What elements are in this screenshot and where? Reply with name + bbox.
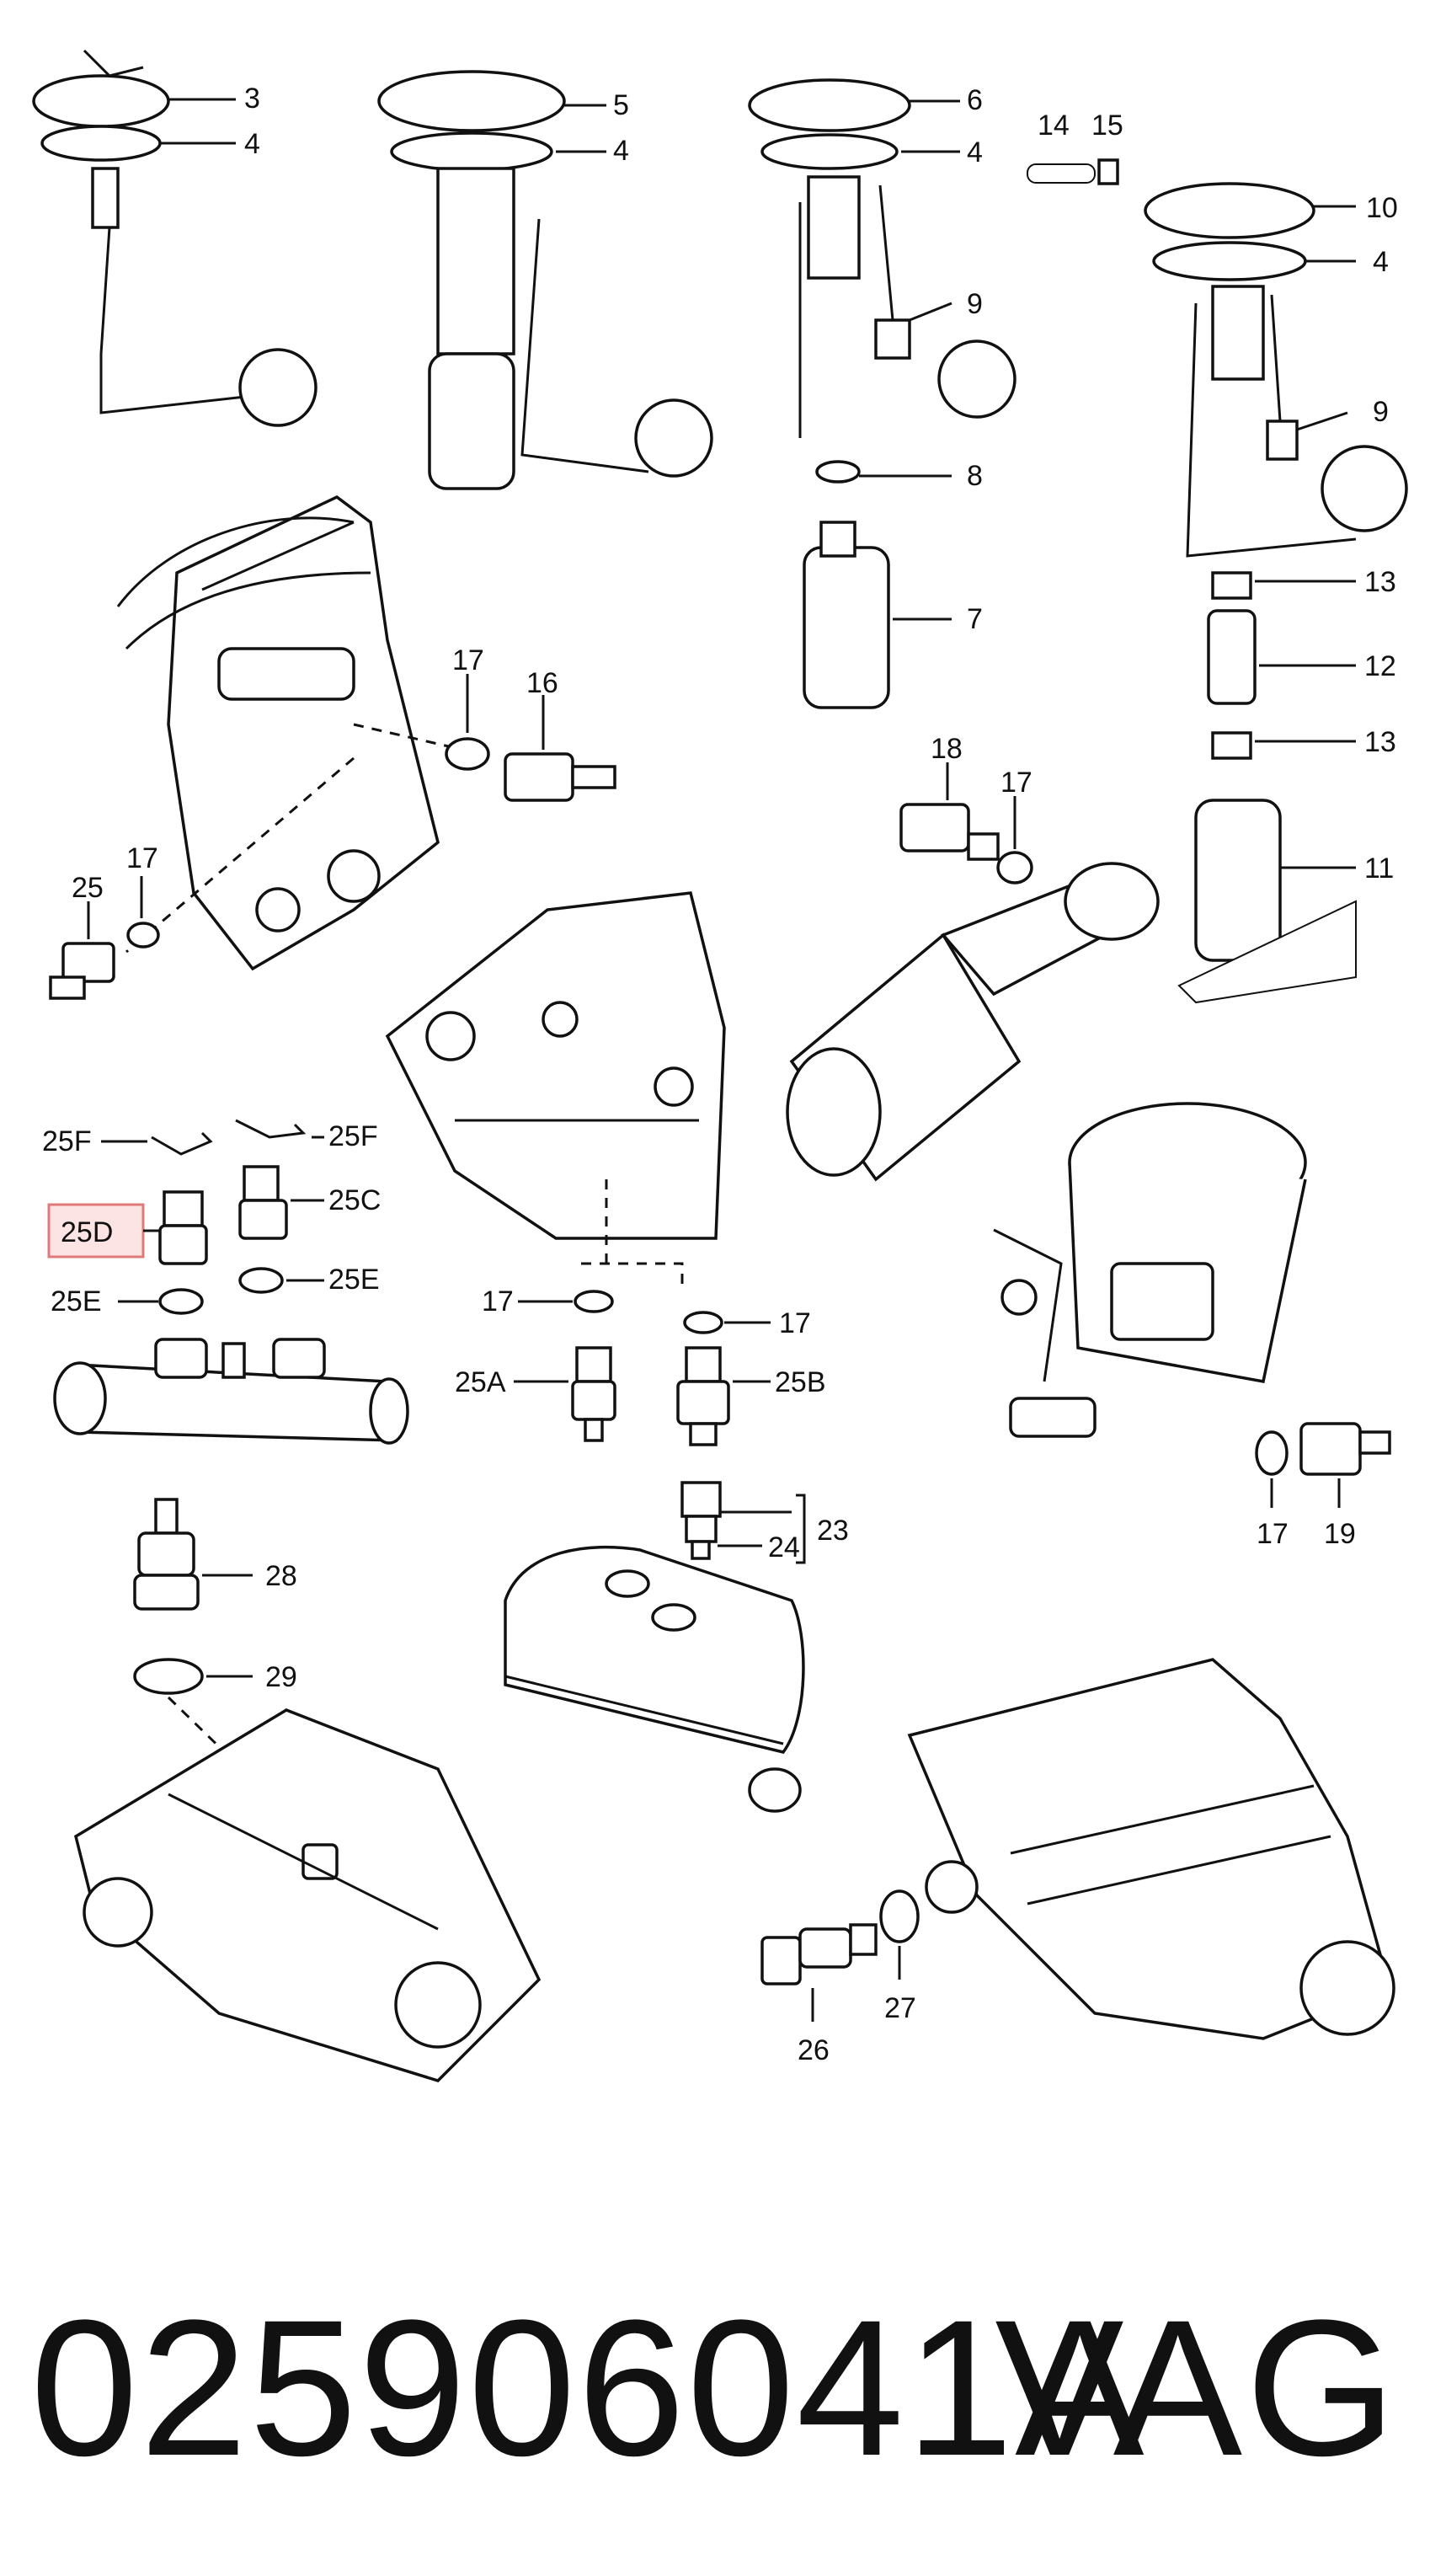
callout-10: 10 [1366, 192, 1398, 224]
callout-15: 15 [1091, 110, 1123, 142]
callout-14: 14 [1038, 110, 1070, 142]
callout-7: 7 [967, 603, 983, 635]
transfer-case [73, 1708, 542, 2082]
callout-9: 9 [1373, 396, 1389, 428]
callout-28: 28 [265, 1560, 297, 1592]
sensor-18 [899, 803, 1033, 884]
highlight-box-25D [47, 1203, 145, 1259]
callout-25B: 25B [775, 1366, 826, 1398]
seal-17-right [683, 1311, 723, 1334]
callout-4: 4 [244, 128, 260, 160]
sensor-16 [445, 737, 616, 802]
callout-25E: 25E [51, 1285, 102, 1317]
callout-12: 12 [1364, 650, 1396, 682]
callout-3: 3 [244, 83, 260, 115]
clip-25F-right [235, 1119, 307, 1139]
callout-25F: 25F [328, 1120, 378, 1152]
sensor-26 [760, 1923, 878, 1985]
callout-23: 23 [817, 1515, 849, 1547]
switch-23-24 [680, 1481, 722, 1560]
switch-25C [238, 1165, 288, 1240]
switch-25D [158, 1190, 208, 1265]
seal-29 [133, 1658, 204, 1695]
callout-17: 17 [779, 1307, 811, 1339]
callout-25A: 25A [455, 1366, 506, 1398]
coolant-pipe [53, 1338, 409, 1445]
callout-18: 18 [931, 733, 963, 765]
callout-27: 27 [884, 1992, 916, 2024]
callout-6: 6 [967, 84, 983, 116]
callout-25E: 25E [328, 1264, 380, 1296]
callout-25D: 25D [61, 1216, 113, 1248]
switch-25B [676, 1346, 730, 1446]
callout-17: 17 [482, 1285, 514, 1317]
footer: 025906041A VAG [0, 2274, 1430, 2527]
differential [907, 1658, 1395, 2040]
seal-17-left [574, 1290, 614, 1313]
callout-11: 11 [1364, 852, 1394, 884]
callout-4: 4 [613, 135, 629, 167]
clip-25F-left [151, 1131, 213, 1156]
callout-4: 4 [1373, 246, 1389, 278]
fuel-sender-unit-6 [748, 78, 1016, 709]
callout-13: 13 [1364, 566, 1396, 598]
callout-8: 8 [967, 460, 983, 492]
callout-4: 4 [967, 136, 983, 168]
callout-9: 9 [967, 288, 983, 320]
fuel-sender-unit-10 [1027, 158, 1408, 1004]
seal-27 [879, 1889, 920, 1943]
callout-29: 29 [265, 1661, 297, 1693]
parts-diagram: 3 4 5 4 6 4 9 8 7 [32, 49, 1408, 2082]
callout-25F: 25F [42, 1125, 92, 1157]
oil-filter [786, 862, 1160, 1182]
callout-13: 13 [1364, 726, 1396, 758]
engine-crankcase [385, 891, 726, 1240]
callout-17: 17 [452, 644, 484, 676]
callout-17: 17 [1000, 767, 1032, 799]
part-number: 025906041A [30, 2279, 1146, 2496]
fuel-sender-unit-5 [377, 70, 713, 490]
switch-25A [571, 1346, 616, 1442]
callout-24: 24 [768, 1531, 800, 1563]
switch-28 [133, 1498, 200, 1611]
callout-26: 26 [798, 2034, 830, 2066]
callout-16: 16 [526, 667, 558, 699]
carburetor [993, 1102, 1307, 1438]
callout-25: 25 [72, 872, 104, 904]
callout-19: 19 [1324, 1518, 1356, 1550]
callout-25C: 25C [328, 1184, 381, 1216]
callout-5: 5 [613, 89, 629, 121]
callout-17: 17 [1257, 1518, 1289, 1550]
sensor-25 [49, 922, 160, 1000]
expansion-tank [504, 1545, 805, 1813]
engine-block [116, 494, 440, 971]
seal-25E [158, 1267, 284, 1315]
brand-name: VAG [995, 2279, 1400, 2496]
fuel-sender-unit-3 [32, 49, 317, 427]
sensor-19 [1255, 1422, 1391, 1476]
callout-17: 17 [126, 842, 158, 874]
